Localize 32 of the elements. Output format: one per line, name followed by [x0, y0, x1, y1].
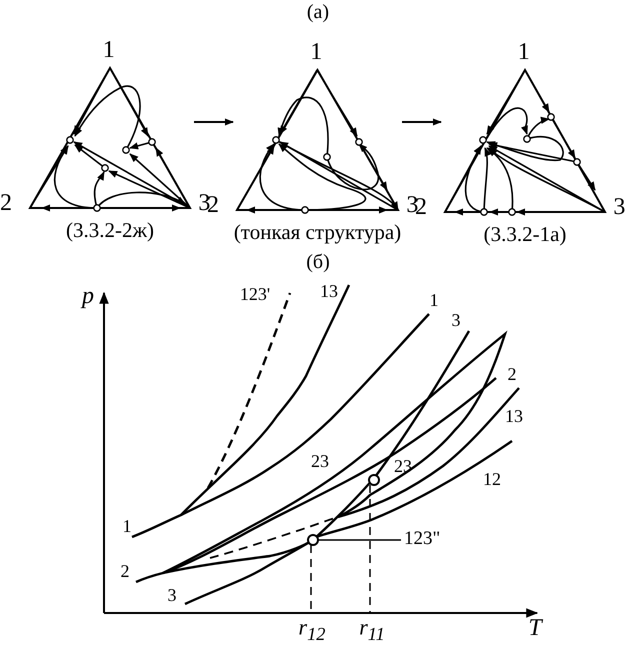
vertex-label: 1: [518, 40, 530, 64]
leader-line: [318, 539, 401, 541]
curve-label: 13: [505, 407, 523, 425]
curve-label: 3: [168, 586, 176, 604]
arrow: [194, 118, 234, 126]
panel-label: (а): [306, 2, 330, 22]
arrow: [402, 118, 442, 126]
diagram-caption: (тонкая структура): [234, 222, 402, 243]
vertex-label: 3: [613, 195, 626, 220]
curve-label: 13: [320, 282, 338, 300]
vertex-label: 2: [0, 191, 12, 216]
curve-label: 12: [483, 470, 501, 488]
curve-label: 123': [240, 285, 270, 303]
diagram-caption: (3.3.2-2ж): [66, 220, 154, 241]
curve-label: 1: [122, 517, 132, 535]
curve-label: 2: [120, 562, 130, 580]
curve-label: 1: [430, 291, 438, 309]
vertex-label: 2: [415, 195, 427, 220]
vertex-label: 2: [207, 193, 219, 218]
axis-tick-label: r$_{11}$: [359, 616, 385, 644]
curve-label: 123": [404, 529, 440, 548]
axis-tick-label: r$_{12}$: [298, 616, 326, 644]
curve-label: 23: [311, 452, 329, 470]
panel-label: (б): [306, 252, 330, 272]
curve-label: 3: [452, 311, 460, 329]
curve-label: 2: [508, 365, 516, 383]
vertex-label: 1: [102, 38, 115, 62]
vertex-label: 1: [310, 40, 322, 64]
axis-label: T: [528, 616, 542, 640]
diagram-caption: (3.3.2-1а): [484, 224, 566, 245]
axis-label: p: [82, 284, 94, 308]
point-marker: [307, 534, 319, 546]
